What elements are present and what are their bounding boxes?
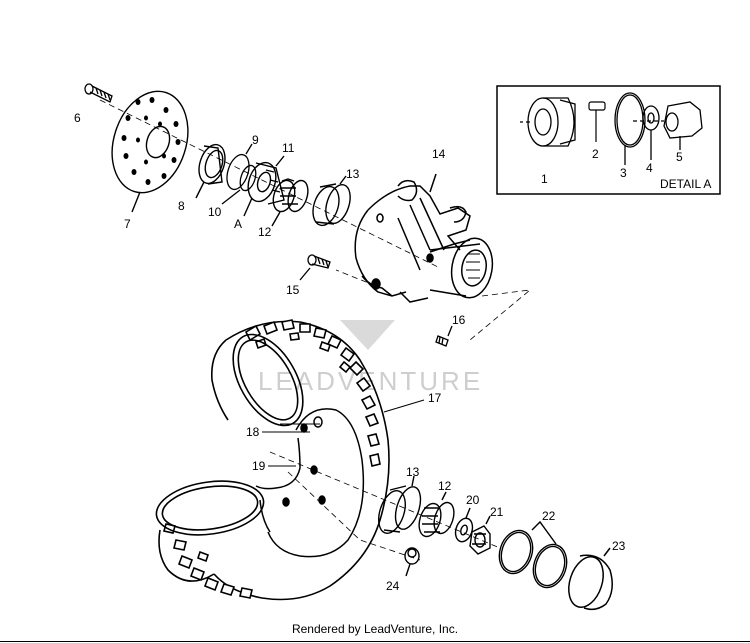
part-13-lower-race (378, 475, 422, 534)
label-part-10: 10 (208, 205, 222, 219)
label-part-22: 22 (542, 509, 556, 523)
detail-part-3 (614, 92, 646, 165)
label-part-13-upper: 13 (346, 167, 360, 181)
wheel-body (255, 408, 365, 558)
label-part-12-upper: 12 (258, 225, 272, 239)
label-part-11: 11 (282, 141, 295, 155)
detail-part-5 (633, 101, 703, 150)
label-part-24: 24 (386, 579, 400, 593)
part-labels: 6 7 8 9 10 11 A 12 13 14 15 16 17 18 19 … (74, 111, 626, 593)
part-16-stud (435, 325, 453, 347)
label-part-15: 15 (286, 283, 300, 297)
label-part-19: 19 (252, 459, 266, 473)
part-12-lower-bearing (418, 491, 455, 538)
part-24-valve (404, 547, 420, 577)
watermark-logo-icon (340, 320, 395, 350)
part-12-upper-bearing (271, 178, 309, 227)
label-part-16: 16 (452, 313, 466, 327)
label-part-a: A (234, 217, 242, 231)
part-10-ring (221, 164, 257, 205)
hub-lines (335, 269, 532, 341)
part-7-brake-disc (111, 90, 189, 213)
label-part-20: 20 (466, 493, 480, 507)
label-part-17: 17 (428, 391, 442, 405)
leader-lines (262, 399, 425, 467)
label-part-4: 4 (646, 161, 653, 175)
detail-part-2 (588, 101, 606, 142)
label-part-13-lower: 13 (406, 465, 420, 479)
label-part-7: 7 (124, 217, 131, 231)
label-part-12-lower: 12 (438, 479, 452, 493)
label-part-6: 6 (74, 111, 81, 125)
label-part-1: 1 (541, 172, 548, 186)
detail-part-1 (520, 97, 576, 147)
part-6-bolt (84, 83, 113, 103)
detail-part-4 (642, 105, 660, 160)
label-part-14: 14 (432, 147, 446, 161)
part-9-snap-ring (226, 143, 253, 191)
label-part-2: 2 (592, 147, 599, 161)
label-part-8: 8 (178, 199, 185, 213)
label-part-9: 9 (252, 133, 259, 147)
detail-a-box: 1 2 3 4 5 DETAIL A (496, 85, 721, 195)
part-20-washer (454, 507, 474, 543)
part-23-cap (568, 547, 613, 611)
label-part-21: 21 (490, 505, 504, 519)
detail-a-title: DETAIL A (660, 177, 711, 191)
label-part-23: 23 (612, 539, 626, 553)
part-8-seal (195, 143, 226, 199)
wheel-rim-outer-edge (155, 333, 304, 536)
footer-divider (0, 641, 750, 642)
part-22-o-rings (498, 520, 568, 589)
label-part-18: 18 (246, 425, 260, 439)
part-14-hub (354, 173, 494, 303)
part-13-upper-race (312, 175, 351, 227)
part-17-tire (158, 319, 390, 601)
part-15-bolt (299, 254, 331, 281)
label-part-5: 5 (676, 150, 683, 164)
label-part-3: 3 (620, 166, 627, 180)
footer-credit: Rendered by LeadVenture, Inc. (291, 622, 459, 636)
part-21-nut (469, 515, 491, 555)
